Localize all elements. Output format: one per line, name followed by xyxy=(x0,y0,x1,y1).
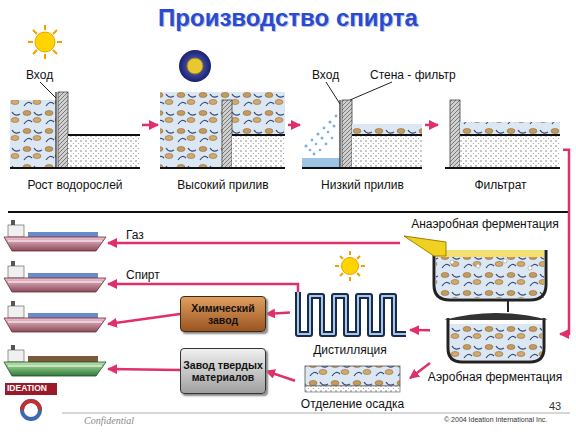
confidential-note: Confidential xyxy=(84,415,134,426)
flow-arrow xyxy=(425,124,438,127)
process-stage: Фильтрат xyxy=(438,85,563,193)
plant-box: Химический завод xyxy=(180,296,266,332)
process-stage: Высокий прилив xyxy=(158,85,288,193)
part-label: Вход xyxy=(312,68,339,82)
sediment-tray: Отделение осадка xyxy=(295,360,410,412)
flow-arrow xyxy=(507,300,509,312)
flow-arrow xyxy=(142,124,158,127)
flow-label: Газ xyxy=(126,228,144,242)
stage-caption: Анаэробная ферментация xyxy=(411,218,559,232)
flow-arrow xyxy=(288,124,300,127)
box-text: Завод твердых материалов xyxy=(183,359,263,383)
logo-text: IDEATION xyxy=(7,383,47,393)
flow-arrow xyxy=(410,329,430,332)
flow-arrow xyxy=(560,150,569,334)
part-label: Вход xyxy=(26,68,53,82)
stage-caption: Отделение осадка xyxy=(301,398,404,412)
copyright-note: © 2004 Ideation International Inc. xyxy=(444,416,547,423)
stage-caption: Фильтрат xyxy=(474,179,526,193)
stage-caption: Дистилляция xyxy=(313,344,387,358)
flow-label: Спирт xyxy=(126,268,160,282)
flow-arrow xyxy=(266,313,290,315)
stage-caption: Аэробная ферментация xyxy=(428,371,563,385)
stage-caption: Низкий прилив xyxy=(321,179,404,193)
flow-arrow xyxy=(410,363,430,378)
part-label: Стена - фильтр xyxy=(370,68,456,82)
fermentation-tank: Аэробная ферментация xyxy=(430,312,560,385)
box-text: Химический завод xyxy=(183,302,263,326)
diagram-title: Производство спирта xyxy=(0,4,576,32)
fermentation-tank: Анаэробная ферментация xyxy=(400,218,570,300)
stage-caption: Рост водорослей xyxy=(27,179,122,193)
flow-arrow xyxy=(266,371,295,381)
distillation-coil: Дистилляция xyxy=(290,288,410,358)
process-stage: Рост водорослей xyxy=(8,85,142,193)
process-stage: Низкий прилив xyxy=(300,85,425,193)
plant-box: Завод твердых материалов xyxy=(180,348,266,394)
page-number: 43 xyxy=(549,400,561,412)
stage-caption: Высокий прилив xyxy=(177,179,268,193)
